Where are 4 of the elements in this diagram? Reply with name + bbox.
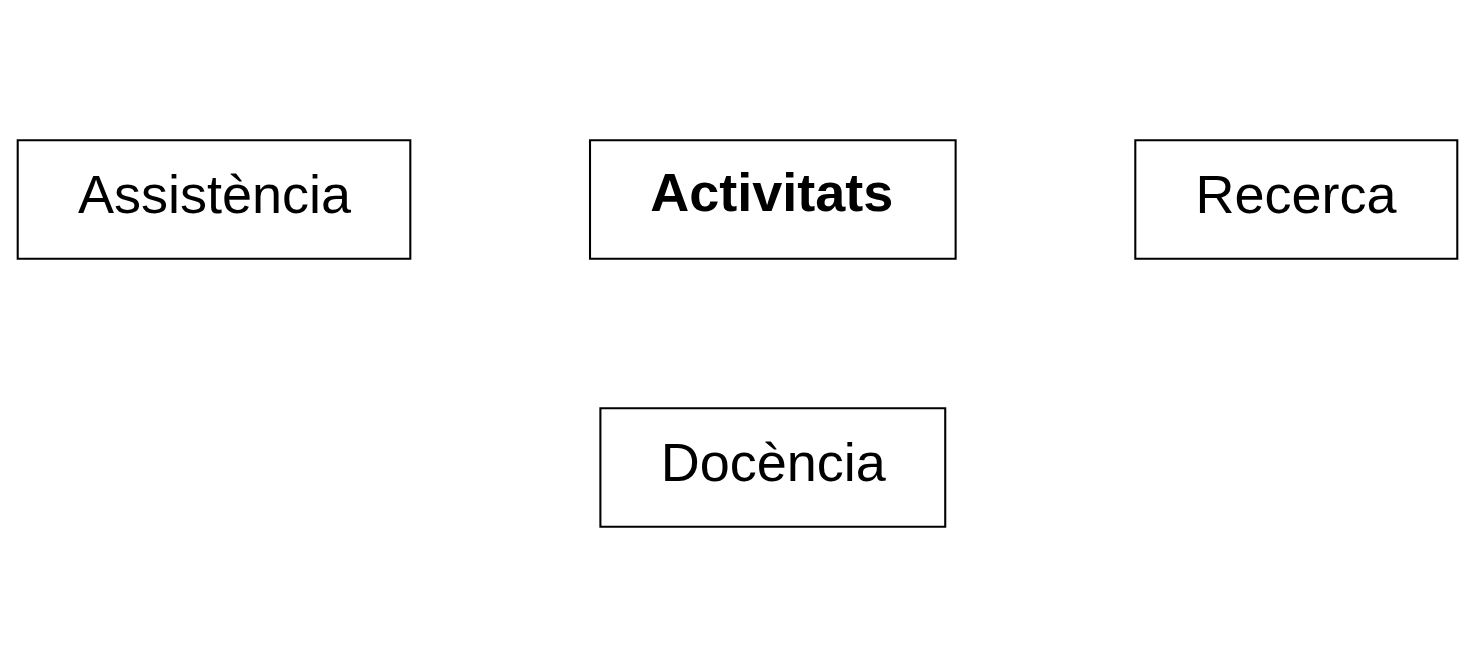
node-box: Docència bbox=[598, 406, 946, 528]
node-box: Recerca bbox=[1133, 138, 1458, 260]
node-box: Assistència bbox=[16, 138, 411, 260]
node-box: Activitats bbox=[588, 138, 957, 260]
